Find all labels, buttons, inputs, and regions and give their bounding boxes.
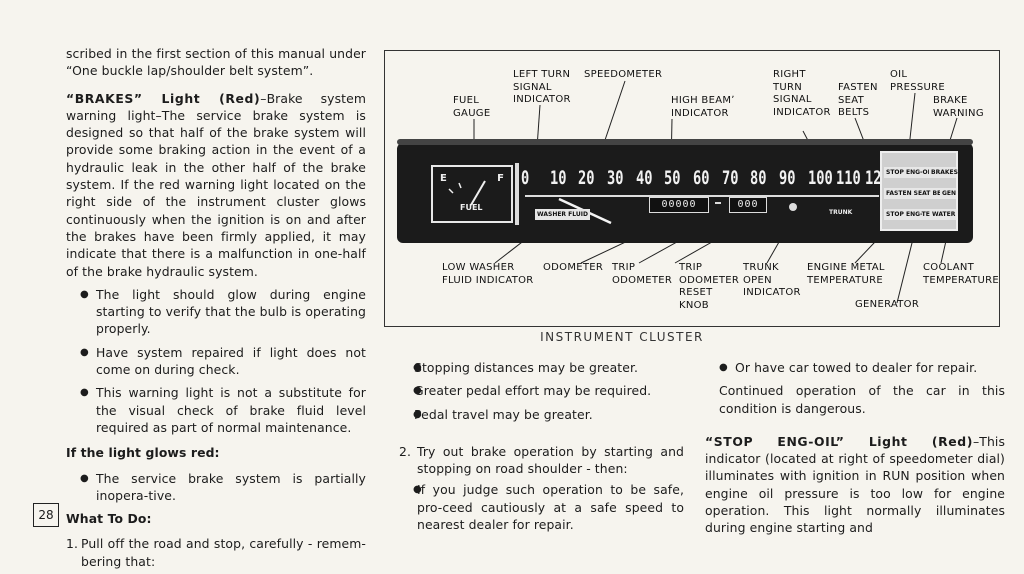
if-glows-heading: If the light glows red:	[66, 445, 220, 461]
fuel-f-label: F	[497, 173, 504, 184]
speedometer-tick-label: 60	[693, 167, 710, 189]
stop-eng-oil-paragraph: “STOP ENG-OIL” Light (Red)–This indicato…	[705, 433, 1005, 537]
speedo-scale-line	[525, 195, 879, 197]
speedometer-tick-label: 100	[807, 167, 833, 189]
odometer: 00000	[649, 197, 709, 213]
speedometer-tick-label: 70	[721, 167, 739, 189]
label-speedometer: SPEEDOMETER	[584, 69, 663, 80]
speedometer-tick-label: 10	[549, 167, 567, 189]
brakes-heading: “BRAKES” Light (Red)	[66, 90, 261, 106]
label-high-beam: HIGH BEAMʼ INDICATOR	[671, 95, 735, 119]
water-light: WATER	[930, 209, 956, 220]
label-engine-metal-temp: ENGINE METAL TEMPERATURE	[807, 262, 885, 286]
right-column: Or have car towed to dealer for repair. …	[705, 359, 1005, 539]
label-trip-odometer: TRIP ODOMETER	[612, 262, 673, 286]
step-2: 2. Try out brake operation by starting a…	[399, 443, 684, 478]
list-item: The light should glow during engine star…	[66, 286, 366, 338]
list-item: Stopping distances may be greater.	[399, 359, 684, 377]
label-fuel-gauge: FUEL GAUGE	[453, 95, 491, 119]
page-number: 28	[33, 503, 59, 527]
gen-light: GEN	[940, 188, 957, 199]
label-left-turn: LEFT TURN SIGNAL INDICATOR	[513, 69, 571, 105]
middle-column: Stopping distances may be greater. Great…	[399, 359, 684, 539]
list-item: Pedal travel may be greater.	[399, 406, 684, 424]
brakes-paragraph: “BRAKES” Light (Red)–Brake system warnin…	[66, 90, 366, 280]
trip-odometer: 000	[729, 197, 767, 213]
label-oil-pressure: OIL PRESSURE	[890, 69, 945, 93]
fuel-gauge: E F FUEL	[431, 165, 513, 223]
stop-eng-oil-heading: “STOP ENG-OIL” Light (Red)	[705, 433, 973, 449]
step-number: 1.	[66, 536, 79, 552]
warning-lights-panel: STOP ENG-OIL BRAKES FASTEN SEAT BELTS GE…	[880, 151, 958, 231]
list-item: Or have car towed to dealer for repair.	[705, 359, 1005, 377]
list-item: The service brake system is partially in…	[66, 470, 366, 505]
speedometer-tick-label: 40	[635, 167, 653, 189]
trunk-indicator: TRUNK	[829, 209, 853, 216]
cluster-bezel	[397, 143, 973, 243]
step-text: Try out brake operation by starting and …	[417, 443, 684, 477]
speedometer-tick-label: 30	[607, 167, 624, 189]
list-item: Have system repaired if light does not c…	[66, 344, 366, 379]
figure-caption: INSTRUMENT CLUSTER	[540, 330, 704, 344]
fuel-text: FUEL	[460, 203, 483, 212]
list-item: If you judge such operation to be safe, …	[399, 481, 684, 533]
list-item: Greater pedal effort may be required.	[399, 382, 684, 400]
left-column: scribed in the first section of this man…	[66, 45, 366, 574]
label-trunk-open: TRUNK OPEN INDICATOR	[743, 262, 801, 298]
speedometer-tick-label: 80	[750, 167, 767, 189]
intro-paragraph: scribed in the first section of this man…	[66, 46, 366, 79]
stop-eng-oil-text: –This indicator (located at right of spe…	[705, 433, 1005, 536]
label-right-turn: RIGHT TURN SIGNAL INDICATOR	[773, 69, 831, 118]
speedometer-tick-label: 0	[521, 167, 530, 189]
speedometer-tick-label: 90	[779, 167, 796, 189]
fasten-seat-belts-light: FASTEN SEAT BELTS	[884, 188, 953, 199]
label-generator: GENERATOR	[855, 299, 920, 310]
label-coolant-temp: COOLANT TEMPERATURE	[923, 262, 1000, 286]
label-brake-warning: BRAKE WARNING	[933, 95, 984, 119]
brakes-light: BRAKES	[929, 167, 958, 178]
step-number: 2.	[399, 443, 412, 459]
label-odometer: ODOMETER	[543, 262, 604, 273]
cluster-divider	[515, 163, 519, 225]
label-trip-reset: TRIP ODOMETER RESET KNOB	[679, 262, 740, 311]
speedometer-tick-label: 50	[664, 167, 681, 189]
step-text: Pull off the road and stop, carefully - …	[81, 536, 366, 569]
speedometer-tick-label: 110	[836, 167, 862, 189]
step-1: 1. Pull off the road and stop, carefully…	[66, 535, 366, 570]
trip-reset-knob[interactable]	[789, 203, 797, 211]
speedometer-tick-label: 20	[578, 167, 595, 189]
stop-eng-oil-light: STOP ENG-OIL	[884, 167, 934, 178]
list-item: This warning light is not a substitute f…	[66, 384, 366, 436]
what-to-do-heading: What To Do:	[66, 511, 152, 527]
fuel-e-label: E	[440, 173, 447, 184]
warning-paragraph: Continued operation of the car in this c…	[719, 383, 1005, 416]
fuel-needle	[448, 180, 486, 206]
brakes-text: –Brake system warning light–The service …	[66, 90, 367, 279]
label-fasten-belts: FASTEN SEAT BELTS	[838, 82, 878, 118]
odometer-spacer	[715, 202, 721, 204]
cluster-hood	[397, 139, 973, 145]
label-low-washer: LOW WASHER FLUID INDICATOR	[442, 262, 534, 286]
stop-eng-temp-light: STOP ENG-TEMP	[884, 209, 941, 220]
instrument-cluster-figure: FUEL GAUGE LEFT TURN SIGNAL INDICATOR SP…	[384, 50, 1000, 327]
washer-fluid-indicator: WASHER FLUID	[535, 209, 590, 220]
